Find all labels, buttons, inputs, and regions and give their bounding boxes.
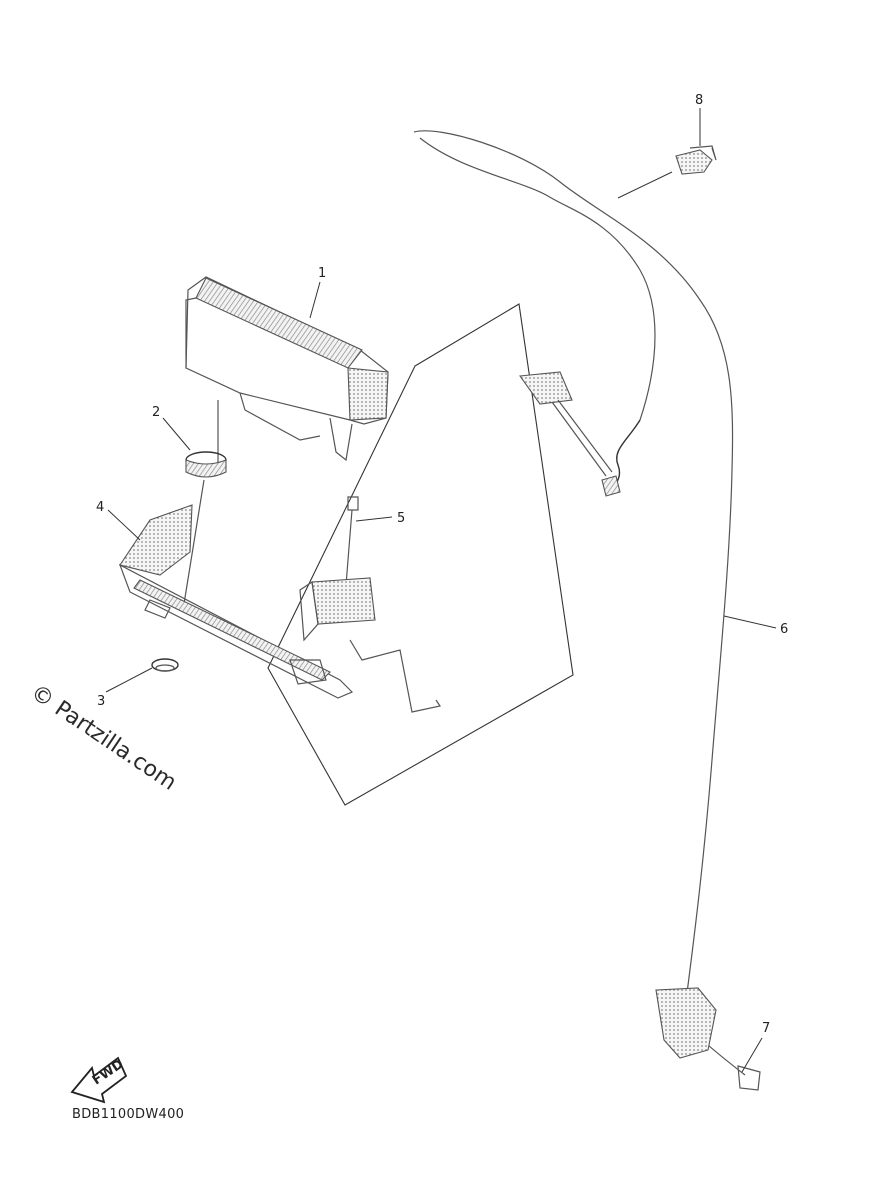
callout-8: 8 [695, 93, 703, 108]
leader-4 [107, 509, 141, 541]
harness-connector [519, 371, 613, 477]
callout-2: 2 [152, 405, 160, 420]
callout-6: 6 [780, 622, 788, 637]
leader-8-b [617, 171, 673, 199]
part-8-fitting [675, 145, 717, 175]
part-7-fitting [655, 987, 761, 1091]
callout-3: 3 [97, 694, 105, 709]
callout-5: 5 [397, 511, 405, 526]
part-4-bracket [118, 504, 354, 699]
assembly-group-box [267, 303, 574, 806]
leader-3 [105, 667, 153, 693]
leader-1 [309, 281, 321, 319]
part-6-cable [413, 130, 746, 1076]
part-3-collar [151, 658, 179, 672]
diagram-code: BDB1100DW400 [72, 1107, 185, 1122]
callout-7: 7 [762, 1021, 770, 1036]
leader-5 [355, 516, 393, 522]
part-1-meter-assembly [185, 276, 389, 470]
leader-6 [723, 615, 777, 629]
forward-arrow-icon: FWD [70, 1056, 128, 1104]
leader-7 [741, 1037, 763, 1073]
part-2-grommet [182, 451, 227, 611]
callout-4: 4 [96, 500, 104, 515]
part-5-bolt-stay [299, 496, 441, 713]
leader-2 [162, 417, 191, 451]
callout-1: 1 [318, 266, 326, 281]
